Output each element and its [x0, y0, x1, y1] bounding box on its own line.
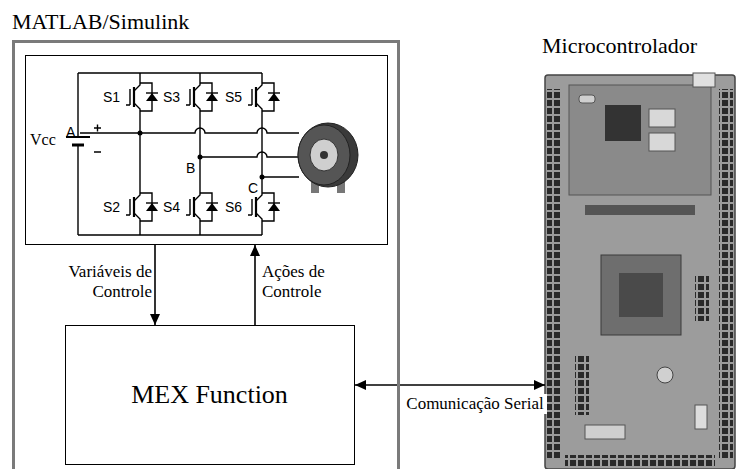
- connector-label: Variáveis de Controle: [30, 262, 154, 303]
- circuit-label: S2: [103, 199, 120, 215]
- node-heading: Microcontrolador: [542, 33, 697, 59]
- simulink-frame: MATLAB/SimulinkS1S3S5ABCS2S4S6VccMEX Fun…: [12, 40, 400, 469]
- mex-function-box: MEX Function: [65, 325, 355, 465]
- circuit-label: S6: [225, 199, 242, 215]
- box-label: MEX Function: [131, 380, 288, 410]
- connector-label: Comunicação Serial: [403, 394, 547, 414]
- circuit-label: S5: [225, 89, 242, 105]
- connector-arrow: [250, 245, 260, 325]
- motor-picture: [298, 123, 358, 193]
- circuit-label: S1: [103, 89, 120, 105]
- circuit-label: B: [186, 160, 195, 176]
- launchpad-board: [545, 73, 735, 469]
- connector-arrow: [355, 380, 545, 390]
- circuit-label: Vcc: [30, 132, 56, 148]
- connector-label: Ações de Controle: [260, 262, 384, 303]
- circuit-label: S3: [163, 89, 180, 105]
- inverter-box: S1 S3 S5A B C S2 S4 S6 Vcc: [25, 55, 388, 245]
- microcontroller-board: Microcontrolador: [545, 75, 735, 469]
- circuit-label: C: [248, 180, 258, 196]
- circuit-label: S4: [163, 199, 180, 215]
- circuit-label: A: [66, 124, 75, 140]
- node-heading: MATLAB/Simulink: [12, 9, 189, 35]
- inverter-circuit: [66, 73, 358, 235]
